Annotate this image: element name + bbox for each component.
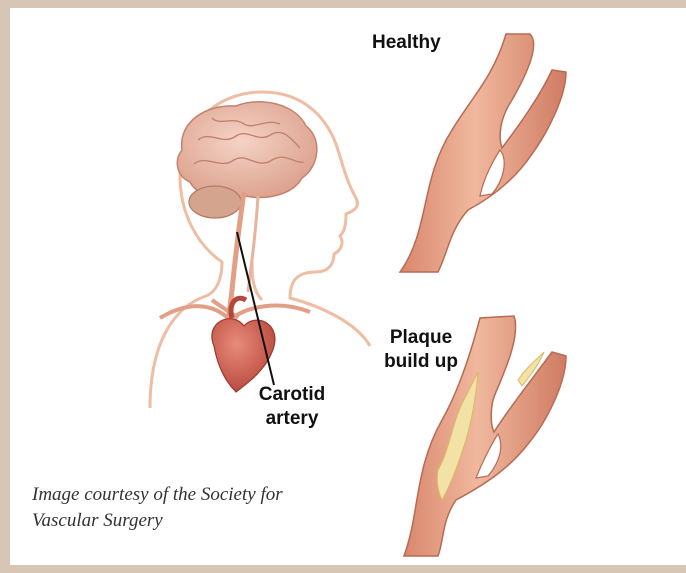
caption-line1: Image courtesy of the Society for (32, 482, 362, 508)
plaque-label: Plaque build up (375, 326, 467, 374)
healthy-artery (400, 34, 566, 272)
brain-shape (177, 102, 317, 218)
carotid-label: Carotid artery (246, 383, 338, 431)
carotid-label-line1: Carotid (246, 383, 338, 407)
carotid-label-line2: artery (246, 407, 338, 431)
image-caption: Image courtesy of the Society for Vascul… (32, 482, 362, 534)
plaque-label-line2: build up (375, 350, 467, 374)
caption-line2: Vascular Surgery (32, 508, 362, 534)
healthy-label: Healthy (372, 31, 441, 55)
plaque-label-line1: Plaque (375, 326, 467, 350)
